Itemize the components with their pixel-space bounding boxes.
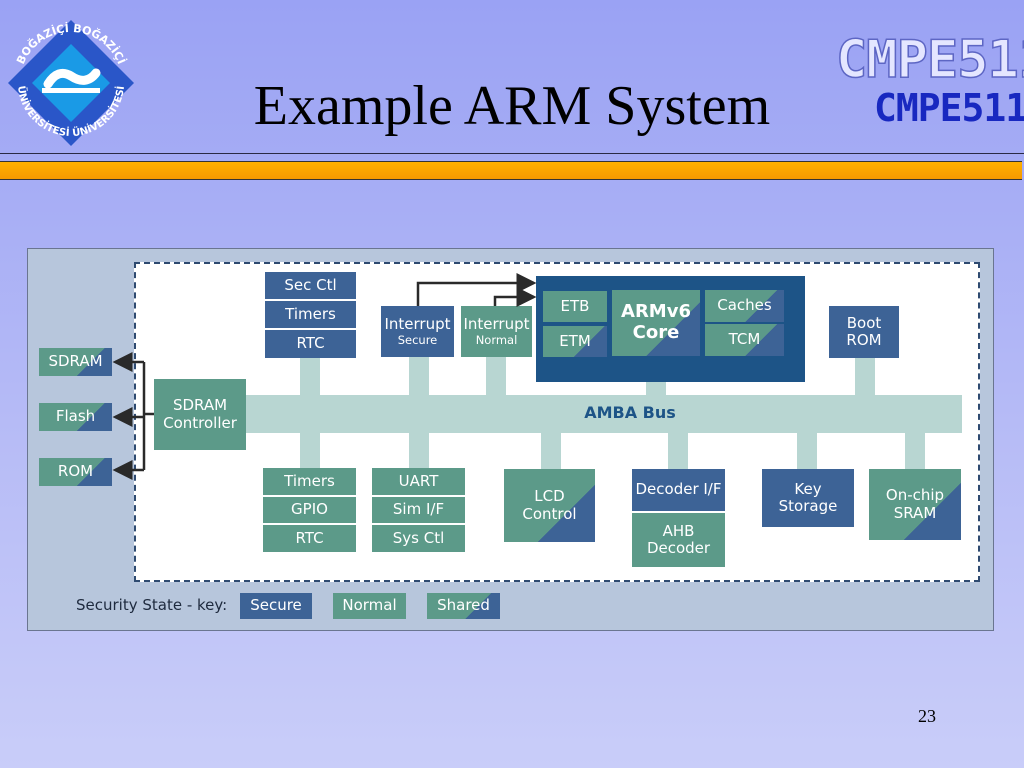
boot-rom-line1: Boot: [846, 313, 882, 332]
key-storage-block: Key Storage: [762, 469, 854, 527]
boot-rom-line2: ROM: [846, 331, 882, 349]
lcd-control-block: LCD Control: [504, 469, 595, 542]
bus-tap-int-norm: [486, 357, 506, 397]
key-storage-line2: Storage: [778, 497, 838, 515]
ahb-decoder-block: AHB Decoder: [632, 513, 725, 567]
sys-ctl-block: Sys Ctl: [372, 525, 465, 552]
course-brand: CMPE511: [874, 86, 1024, 130]
sec-timers-block: Timers: [265, 301, 356, 330]
armv6-core-block: ARMv6 Core: [612, 290, 700, 356]
sim-if-block: Sim I/F: [372, 497, 465, 525]
decoder-if-block: Decoder I/F: [632, 469, 725, 511]
legend-secure: Secure: [240, 593, 312, 619]
boot-rom-block: Boot ROM: [829, 306, 899, 358]
interrupt-secure-title: Interrupt: [384, 315, 451, 334]
interrupt-secure-block: Interrupt Secure: [381, 306, 454, 357]
title-divider: [0, 153, 1024, 154]
sdram-controller-line1: SDRAM: [172, 396, 228, 415]
key-storage-line1: Key: [794, 479, 822, 498]
legend-shared: Shared: [427, 593, 500, 619]
uart-block: UART: [372, 468, 465, 497]
onchip-sram-line2: SRAM: [893, 503, 937, 522]
timers-block: Timers: [263, 468, 356, 497]
ahb-decoder-line2: Decoder: [646, 539, 711, 557]
course-brand-shadow: CMPE511: [835, 29, 1024, 91]
amba-bus: [244, 395, 962, 433]
header-band: [0, 161, 1022, 180]
rom-block: ROM: [39, 458, 112, 486]
university-logo: BOĞAZİÇİ BOĞAZİÇİ ÜNİVERSİTESİ ÜNİVERSİT…: [8, 20, 134, 146]
tcm-block: TCM: [705, 324, 784, 356]
page-number: 23: [918, 706, 936, 726]
interrupt-secure-sub: Secure: [397, 332, 438, 347]
legend-label: Security State - key:: [76, 596, 228, 614]
etb-block: ETB: [543, 291, 607, 322]
etm-block: ETM: [543, 326, 607, 357]
interrupt-normal-sub: Normal: [475, 332, 518, 347]
bus-tap-boot: [855, 357, 875, 397]
interrupt-normal-block: Interrupt Normal: [461, 306, 532, 357]
bus-tap-timers: [300, 431, 320, 471]
bus-tap-uart: [409, 431, 429, 471]
bus-tap-sram: [905, 431, 925, 471]
sdram-controller-line2: Controller: [163, 413, 237, 432]
caches-block: Caches: [705, 290, 784, 322]
ahb-decoder-line1: AHB: [662, 521, 695, 540]
armv6-core-line2: Core: [632, 322, 680, 343]
sdram-block: SDRAM: [39, 348, 112, 376]
bus-tap-int-sec: [409, 357, 429, 397]
bus-tap-core: [646, 381, 666, 397]
sdram-controller-block: SDRAM Controller: [154, 379, 246, 450]
interrupt-normal-title: Interrupt: [463, 315, 530, 334]
bus-tap-sec: [300, 357, 320, 397]
amba-bus-label: AMBA Bus: [584, 403, 676, 422]
flash-block: Flash: [39, 403, 112, 431]
slide-title: Example ARM System: [253, 75, 771, 137]
arrow-int-normal-to-core: [493, 287, 537, 307]
onchip-sram-line1: On-chip: [885, 486, 945, 505]
arrow-int-secure-to-core: [416, 273, 537, 306]
lcd-control-line1: LCD: [534, 487, 565, 506]
rtc-block: RTC: [263, 525, 356, 552]
legend-normal: Normal: [333, 593, 406, 619]
bus-tap-decoder: [668, 431, 688, 471]
bus-tap-lcd: [541, 431, 561, 471]
onchip-sram-block: On-chip SRAM: [869, 469, 961, 540]
lcd-control-line2: Control: [522, 504, 577, 523]
armv6-core-line1: ARMv6: [621, 301, 691, 323]
sec-ctl-block: Sec Ctl: [265, 272, 356, 301]
sec-rtc-block: RTC: [265, 330, 356, 358]
bus-tap-key: [797, 431, 817, 471]
gpio-block: GPIO: [263, 497, 356, 525]
